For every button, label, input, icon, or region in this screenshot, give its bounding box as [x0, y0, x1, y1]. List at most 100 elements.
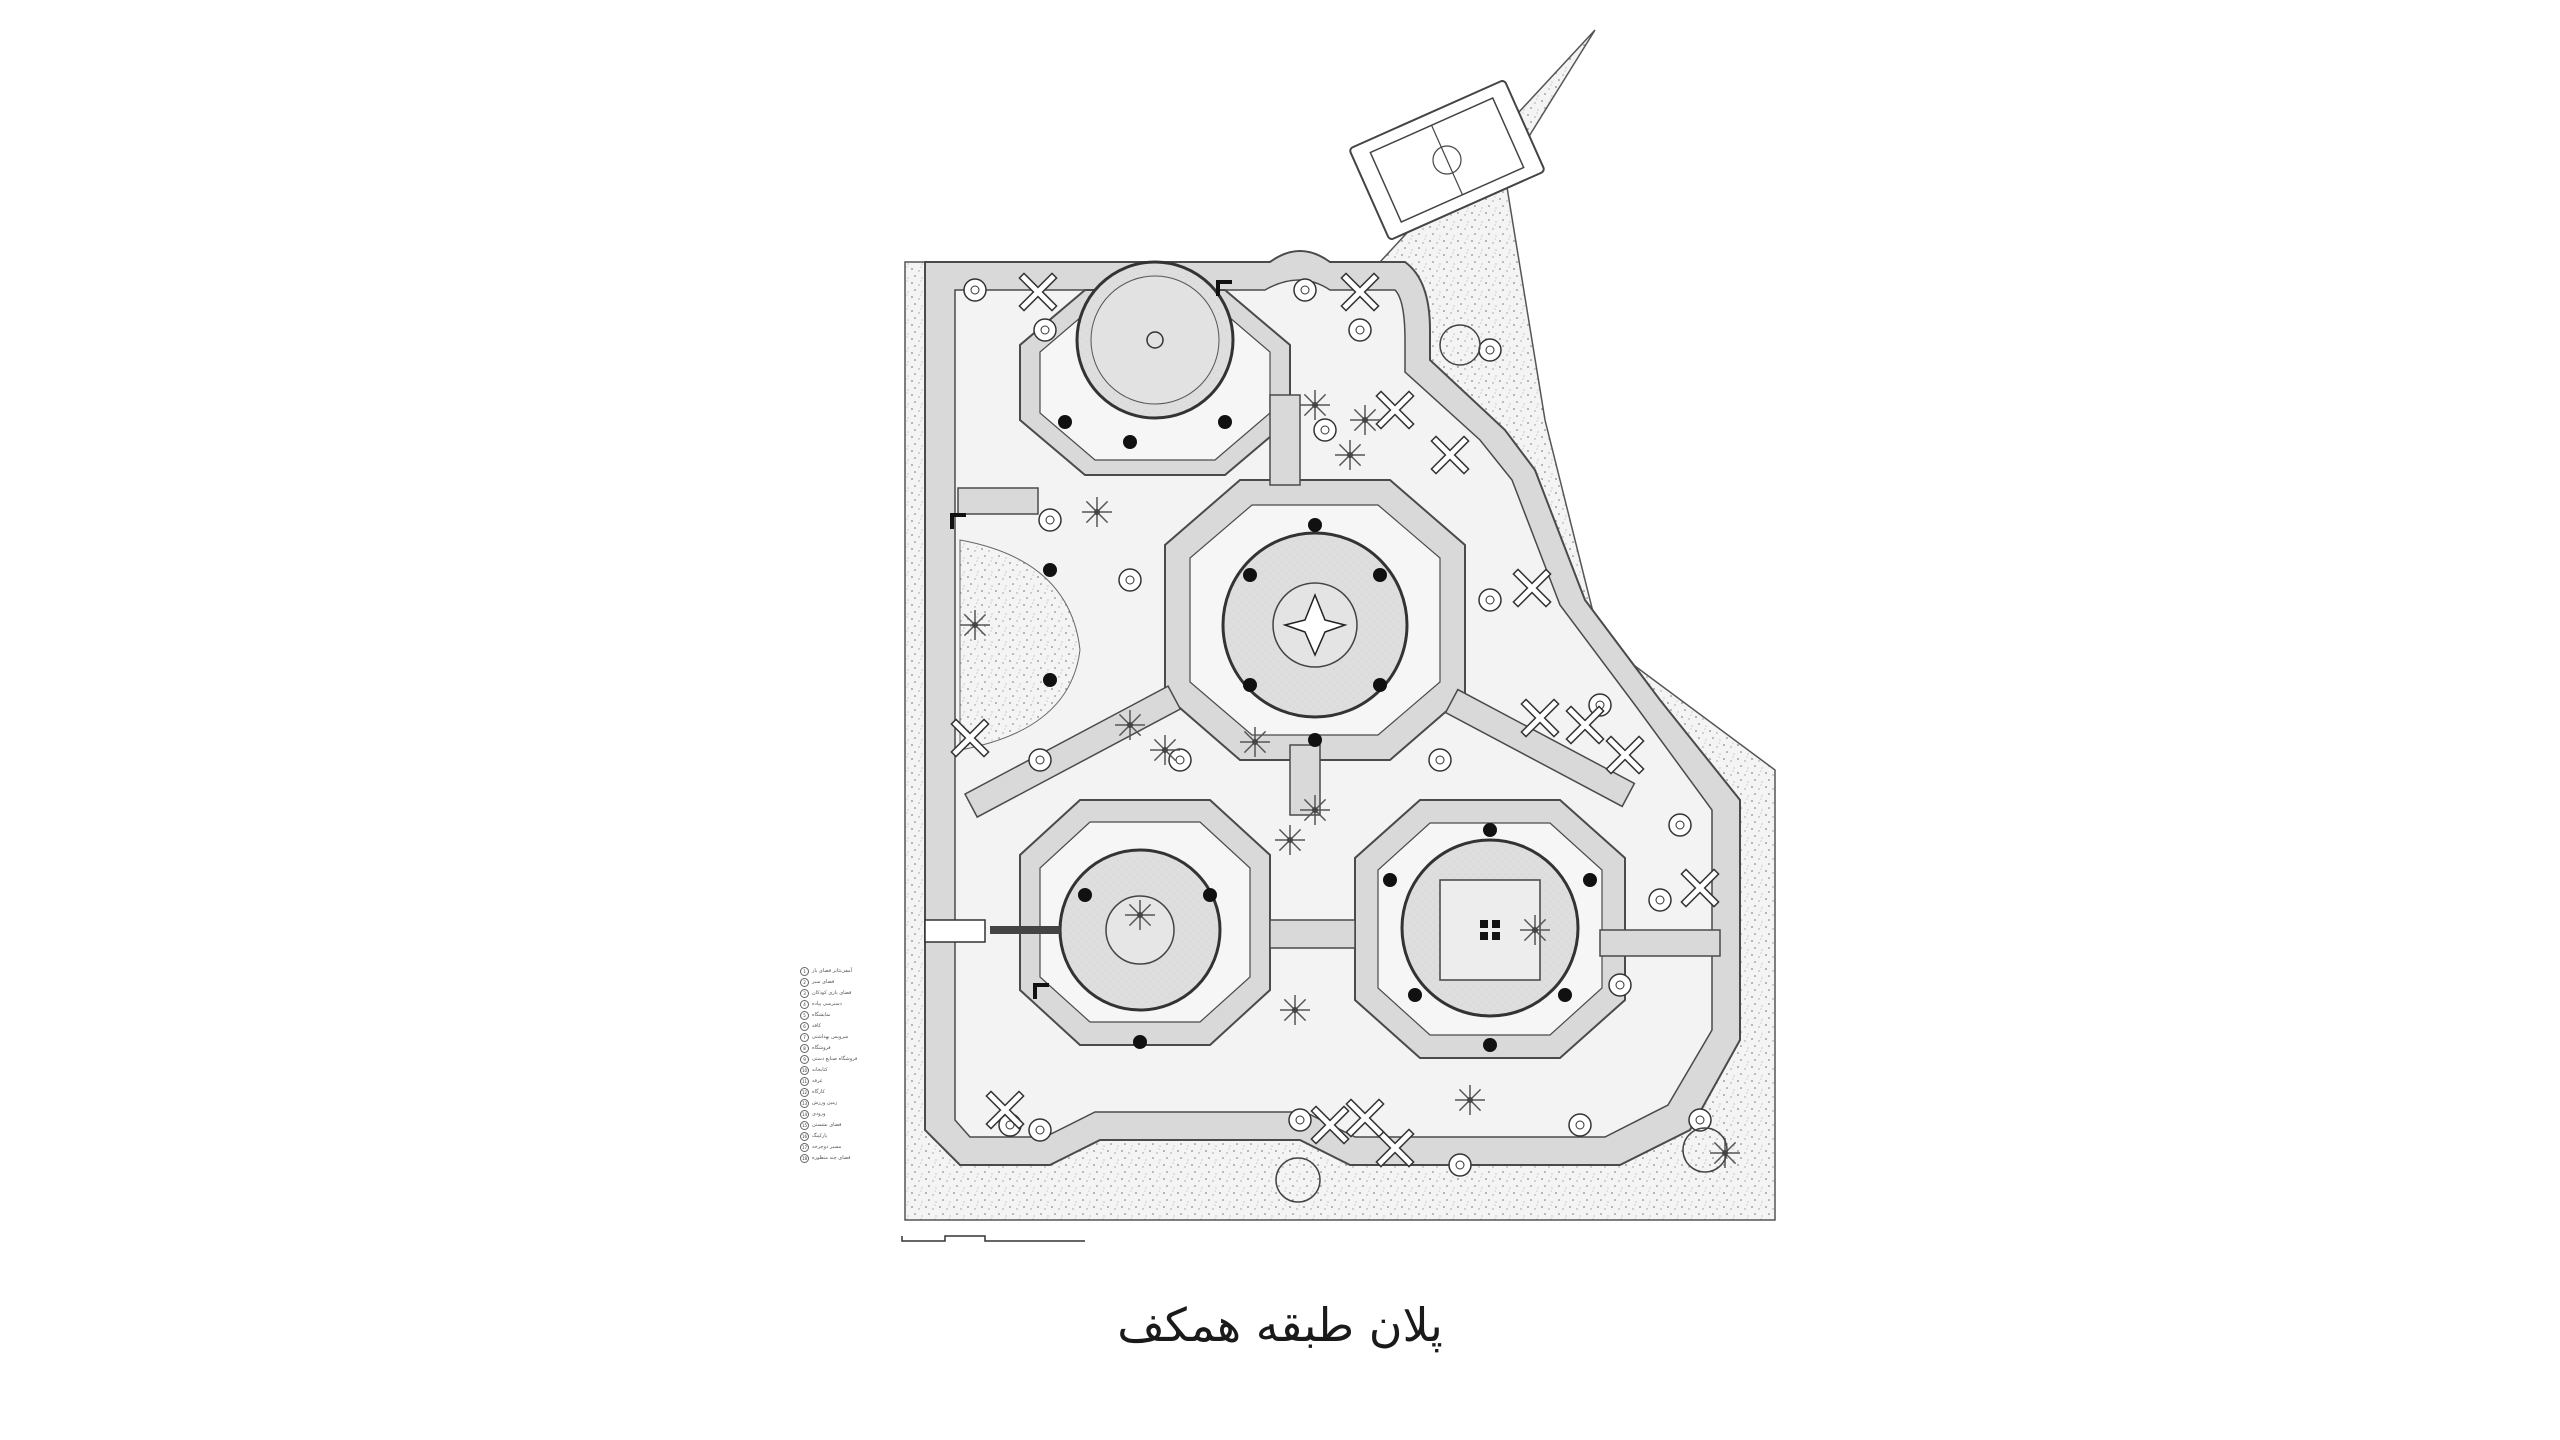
tree-circle-icon [1288, 1108, 1312, 1132]
legend-label: سرویس بهداشتی [812, 1034, 849, 1040]
legend-label: آمفی‌تئاتر فضای باز [812, 968, 853, 974]
legend-number: 18 [800, 1154, 809, 1163]
legend-label: غرفه [812, 1078, 823, 1084]
dark-column-dot-icon [1383, 873, 1397, 887]
dark-column-dot-icon [1043, 673, 1057, 687]
dark-column-dot-icon [1483, 1038, 1497, 1052]
legend-label: فضای بازی کودکان [812, 990, 852, 996]
tree-circle-icon [1648, 888, 1672, 912]
dark-column-dot-icon [1058, 415, 1072, 429]
legend-number: 15 [800, 1121, 809, 1130]
legend-number: 7 [800, 1033, 809, 1042]
tree-circle-icon [1478, 588, 1502, 612]
tree-circle-icon [1428, 748, 1452, 772]
legend-label: فروشگاه صنایع دستی [812, 1056, 858, 1062]
plan-symbols [950, 272, 1740, 1203]
legend-label: فضای سبز [812, 979, 835, 985]
dark-column-dot-icon [1243, 568, 1257, 582]
legend-number: 3 [800, 989, 809, 998]
tree-circle-icon [1293, 278, 1317, 302]
legend-number: 8 [800, 1044, 809, 1053]
legend-number: 17 [800, 1143, 809, 1152]
tree-circle-icon [1668, 813, 1692, 837]
plan-title: پلان طبقه همکف [1117, 1298, 1443, 1352]
tree-circle-icon [1275, 1157, 1321, 1203]
legend-label: فروشگاه [812, 1045, 831, 1051]
dark-column-dot-icon [1203, 888, 1217, 902]
dark-column-dot-icon [1133, 1035, 1147, 1049]
tree-circle-icon [1028, 1118, 1052, 1142]
legend-label: مسیر دوچرخه [812, 1144, 842, 1150]
dark-column-dot-icon [1583, 873, 1597, 887]
tree-circle-icon [1478, 338, 1502, 362]
legend-label: فضای نشستن [812, 1122, 842, 1128]
legend-label: کافه [812, 1023, 821, 1029]
legend-label: نمایشگاه [812, 1012, 831, 1018]
inner-corridors [957, 394, 1721, 957]
legend-number: 12 [800, 1088, 809, 1097]
legend-number: 1 [800, 967, 809, 976]
legend-number: 11 [800, 1077, 809, 1086]
legend-number: 2 [800, 978, 809, 987]
dark-column-dot-icon [1373, 678, 1387, 692]
legend-number: 4 [800, 1000, 809, 1009]
legend-label: فضای چند منظوره [812, 1155, 851, 1161]
tree-circle-icon [1688, 1108, 1712, 1132]
west-garden [959, 539, 1081, 751]
legend-label: ورودی [812, 1111, 826, 1117]
pavilion-southeast [1354, 799, 1626, 1059]
dark-column-dot-icon [1483, 823, 1497, 837]
pavilion-center [1164, 479, 1466, 761]
tree-circle-icon [963, 278, 987, 302]
tree-circle-icon [1682, 1127, 1728, 1173]
dark-column-dot-icon [1078, 888, 1092, 902]
dark-column-dot-icon [1373, 568, 1387, 582]
dark-column-dot-icon [1308, 733, 1322, 747]
tree-circle-icon [1028, 748, 1052, 772]
dark-column-dot-icon [1123, 435, 1137, 449]
tree-circle-icon [1439, 324, 1481, 366]
dark-column-dot-icon [1218, 415, 1232, 429]
dark-column-dot-icon [1408, 988, 1422, 1002]
tree-circle-icon [1608, 973, 1632, 997]
dark-column-dot-icon [1558, 988, 1572, 1002]
tree-circle-icon [1313, 418, 1337, 442]
legend-label: دسترسی پیاده [812, 1001, 842, 1007]
sports-field [1349, 80, 1545, 240]
tree-circle-icon [1118, 568, 1142, 592]
pavilion-north [1019, 260, 1291, 476]
legend-label: کارگاه [812, 1089, 825, 1095]
legend-number: 10 [800, 1066, 809, 1075]
legend-label: پارکینگ [812, 1133, 828, 1139]
legend-number: 9 [800, 1055, 809, 1064]
tree-circle-icon [1033, 318, 1057, 342]
legend-number: 14 [800, 1110, 809, 1119]
scale-bar [901, 1235, 1085, 1242]
dark-column-dot-icon [1243, 678, 1257, 692]
legend-label: زمین ورزش [812, 1100, 838, 1106]
legend-number: 5 [800, 1011, 809, 1020]
legend-number: 16 [800, 1132, 809, 1141]
tree-circle-icon [1038, 508, 1062, 532]
legend-label: کتابخانه [812, 1067, 828, 1073]
dark-column-dot-icon [1308, 518, 1322, 532]
tree-circle-icon [1168, 748, 1192, 772]
legend-number: 13 [800, 1099, 809, 1108]
